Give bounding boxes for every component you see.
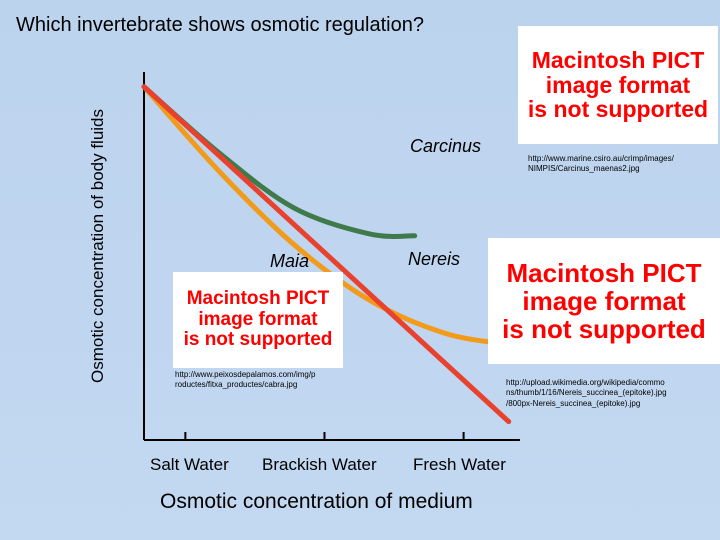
series-line-nereis: [141, 84, 512, 347]
series-line-maia: [141, 84, 512, 425]
nereis-image-url: http://upload.wikimedia.org/wikipedia/co…: [506, 378, 667, 408]
series-label-maia: Maia: [270, 251, 310, 271]
x-tick-label-brackish-water: Brackish Water: [262, 455, 377, 474]
series-label-carcinus: Carcinus: [410, 136, 482, 156]
x-tick-label-fresh-water: Fresh Water: [413, 455, 506, 474]
maia-image-url: http://www.peixosdepalamos.com/img/p rod…: [175, 370, 316, 390]
y-axis-label: Osmotic concentration of body fluids: [88, 108, 107, 384]
carcinus-image-url: http://www.marine.csiro.au/crimp/images/…: [528, 154, 674, 174]
x-axis-label: Osmotic concentration of medium: [160, 490, 473, 513]
page-title: Which invertebrate shows osmotic regulat…: [16, 14, 424, 36]
series-label-nereis: Nereis: [408, 249, 461, 269]
x-tick-label-salt-water: Salt Water: [150, 455, 229, 474]
